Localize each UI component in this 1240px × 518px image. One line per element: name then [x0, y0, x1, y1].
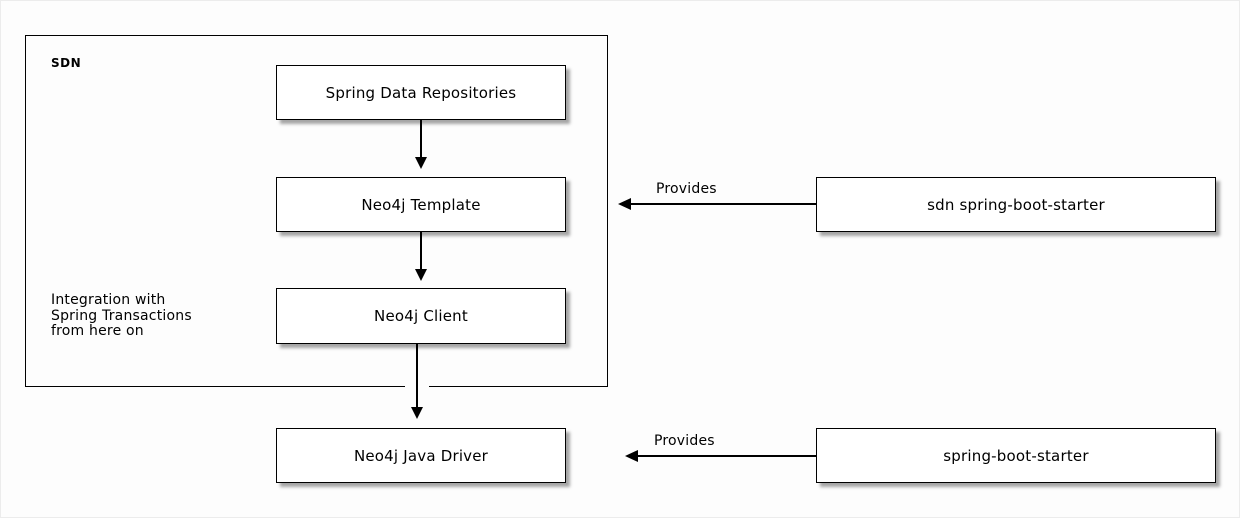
node-spring-data-repositories: Spring Data Repositories: [276, 65, 566, 120]
node-neo4j-java-driver-label: Neo4j Java Driver: [353, 446, 489, 465]
node-spring-boot-starter-label: spring-boot-starter: [943, 446, 1089, 465]
node-sdn-spring-boot-starter: sdn spring-boot-starter: [816, 177, 1216, 232]
arrowhead-left-icon: [618, 198, 631, 210]
node-neo4j-template: Neo4j Template: [276, 177, 566, 232]
arrow-line: [631, 203, 817, 205]
arrow-line: [420, 120, 422, 158]
provides-label-bottom: Provides: [654, 433, 715, 449]
node-sdn-spring-boot-starter-label: sdn spring-boot-starter: [927, 195, 1105, 214]
transactions-note-line2: Spring Transactions: [51, 307, 192, 324]
arrow-line: [420, 232, 422, 270]
transactions-note: Integration with Spring Transactions fro…: [51, 292, 192, 340]
arrowhead-down-icon: [415, 269, 427, 281]
arrowhead-down-icon: [411, 407, 423, 419]
arrowhead-left-icon: [625, 450, 638, 462]
sdn-container-box: [25, 35, 608, 387]
arrow-line: [638, 455, 816, 457]
arrowhead-down-icon: [415, 157, 427, 169]
provides-label-top: Provides: [656, 181, 717, 197]
transactions-note-line1: Integration with: [51, 292, 166, 308]
node-neo4j-template-label: Neo4j Template: [361, 195, 481, 214]
node-spring-data-repositories-label: Spring Data Repositories: [325, 83, 517, 102]
node-neo4j-client: Neo4j Client: [276, 288, 566, 344]
node-neo4j-java-driver: Neo4j Java Driver: [276, 428, 566, 483]
node-spring-boot-starter: spring-boot-starter: [816, 428, 1216, 483]
sdn-container-label: SDN: [51, 56, 82, 70]
arrow-line: [416, 344, 418, 408]
transactions-note-line3: from here on: [51, 323, 144, 339]
node-neo4j-client-label: Neo4j Client: [374, 307, 468, 325]
